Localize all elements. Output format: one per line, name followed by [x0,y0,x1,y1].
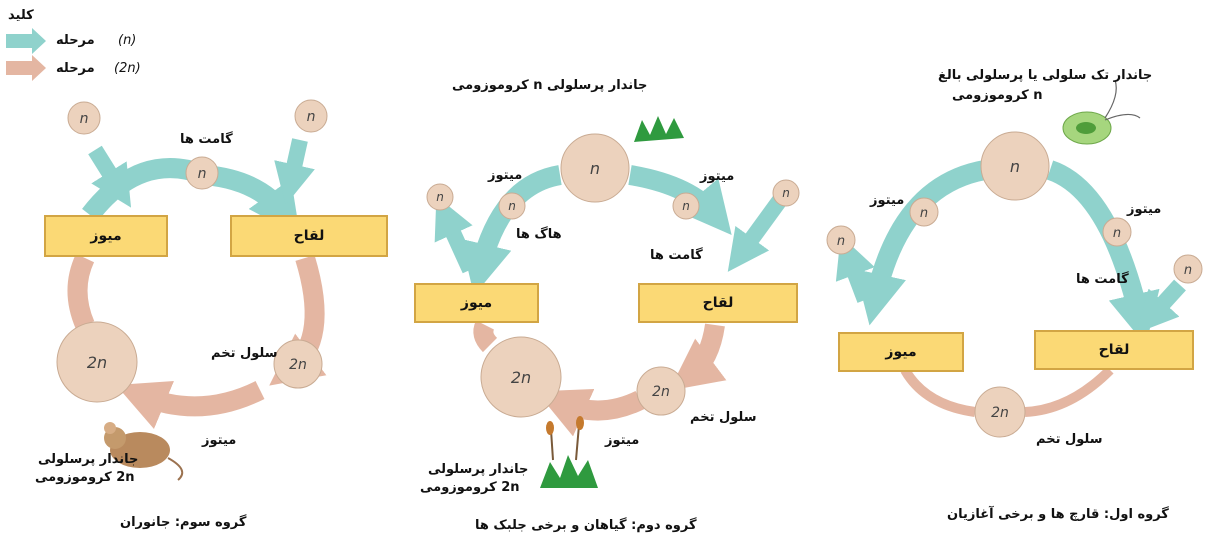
fungi-spore-out [835,235,875,303]
cell-label-n: n [508,199,516,213]
plants-meiosis-box: میوز [414,283,539,323]
cell-label-2n: 2n [289,357,307,373]
animals-mitosis-label: میتوز [202,433,237,448]
plants-caption: گروه دوم: گیاهان و برخی جلبک ها [475,518,697,533]
plants-spore-out [434,196,478,274]
plants-organism-2n-label: جاندار پرسلولی [428,462,529,477]
cell-label-2n: 2n [652,384,670,400]
cell-2n [480,336,562,418]
cell-label-n: n [307,109,316,125]
plants-diploid-arc-left [473,320,498,353]
cell-label-n: n [198,166,207,182]
plants-mitosis-right-label: میتوز [700,169,735,184]
protist-icon [1062,79,1141,145]
animals-organism-chrom-label: 2n کروموزومی [35,470,135,485]
fungi-mitosis-left-label: میتوز [870,193,905,208]
cell-n [1173,254,1203,284]
animals-zygote-label: سلول تخم [211,346,278,361]
plants-organism-n-label: جاندار پرسلولی n کروموزومی [452,78,648,93]
animals-gametes-label: گامت ها [180,132,233,147]
legend-ploidy-haploid: (n) [118,33,137,48]
animals-fertilization-box: لقاح [230,215,388,257]
fungi-haploid-arc-left [855,160,988,326]
legend [6,28,46,81]
cell-label-n: n [1113,226,1121,241]
cell-2n [56,321,138,403]
plants-mitosis-left-label: میتوز [488,168,523,183]
cell-n [185,156,219,190]
cell-label-n: n [1184,263,1192,278]
moss-icon [540,116,684,488]
fungi-diploid-arc-left [900,367,976,417]
plants-haploid-arc-right [628,165,732,235]
plants-mitosis-bottom-label: میتوز [605,433,640,448]
cell-n [772,179,800,207]
cell-label-n: n [1010,157,1020,176]
cell-n [67,101,101,135]
fungi-meiosis-box: میوز [838,332,964,372]
plants-fertilization-box: لقاح [638,283,798,323]
plants-diploid-arc-right [669,323,727,391]
fungi-cycle [826,79,1203,438]
plants-spores-label: هاگ ها [516,227,562,242]
plants-haploid-arc-left [460,165,563,296]
fungi-caption: گروه اول: قارچ ها و برخی آغازیان [947,507,1169,522]
cell-n [909,197,939,227]
cell-n [426,183,454,211]
fungi-fertilization-box: لقاح [1034,330,1194,370]
legend-label-diploid: مرحله [56,61,95,76]
legend-label-haploid: مرحله [56,33,95,48]
fungi-organism-line2: n کروموزومی [952,88,1043,103]
mouse-icon [104,422,184,481]
animals-diploid-arc-bottom [115,380,265,429]
legend-haploid-arrow [6,28,46,54]
cell-label-2n: 2n [87,353,107,372]
cell-label-n: n [837,234,845,249]
cell-n [560,133,630,203]
cell-2n [273,339,323,389]
fungi-zygote-label: سلول تخم [1036,432,1103,447]
legend-diploid-arrow [6,55,46,81]
fungi-gametes-label: گامت ها [1076,272,1129,287]
plants-cycle [426,116,800,488]
plants-gamete-in [727,195,787,272]
cell-n [1102,217,1132,247]
legend-ploidy-diploid: (2n) [114,61,141,76]
animals-diploid-arc-left [67,253,95,329]
cell-n [498,192,526,220]
cell-labels: n n n 2n 2n n n n n n 2n 2n n n n n n 2n [80,109,1193,421]
cell-label-n: n [80,111,89,127]
plants-organism-2n-chrom-label: 2n کروموزومی [420,480,520,495]
plants-diploid-arc-bottom [536,388,645,437]
plants-gametes-label: گامت ها [650,248,703,263]
cell-2n [636,366,686,416]
cell-n [672,192,700,220]
animals-gamete-in-right [274,138,315,206]
cell-n [294,99,328,133]
cell-label-n: n [590,159,600,178]
cell-label-n: n [436,190,444,204]
fungi-organism-line1: جاندار تک سلولی یا پرسلولی بالغ [938,68,1153,83]
cell-label-n: n [682,199,690,213]
cell-n [826,225,856,255]
cell-n [980,131,1050,201]
fungi-mitosis-right-label: میتوز [1127,202,1162,217]
animals-cycle [56,99,328,481]
animals-meiosis-box: میوز [44,215,168,257]
legend-title: کلید [8,8,34,23]
cell-label-n: n [920,206,928,221]
fungi-gamete-in [1136,279,1186,334]
cell-2n [974,386,1026,438]
animals-gamete-in-left [88,145,132,208]
cell-label-n: n [782,186,790,200]
animals-organism-label: جاندار پرسلولی [38,452,139,467]
animals-caption: گروه سوم: جانوران [120,515,247,530]
plants-zygote-label: سلول تخم [690,410,757,425]
cell-label-2n: 2n [511,368,531,387]
cell-label-2n: 2n [991,405,1009,421]
fungi-diploid-arc [1024,366,1114,417]
fungi-haploid-arc-right [1046,160,1160,346]
